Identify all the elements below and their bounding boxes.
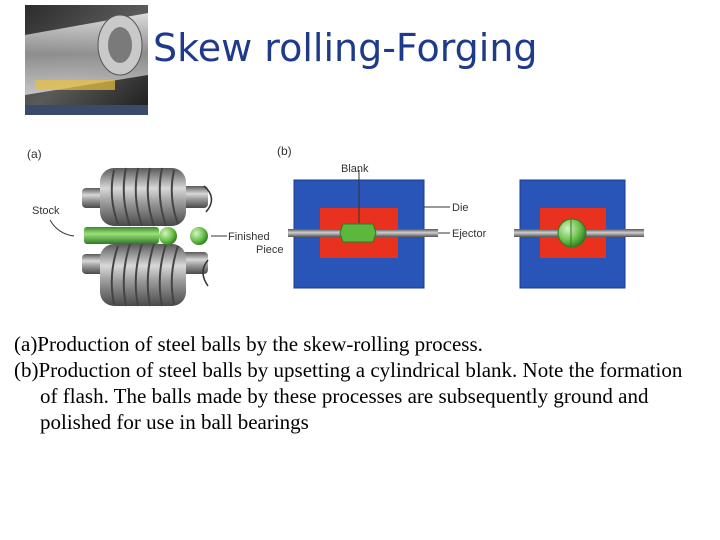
machined-part-photo <box>25 5 148 115</box>
caption-line-b: (b)Production of steel balls by upsettin… <box>14 358 683 434</box>
die-left-assembly <box>288 170 438 289</box>
finished-ball <box>190 227 208 245</box>
upper-roll <box>82 167 208 227</box>
rotation-arrow-upper <box>203 185 213 213</box>
panel-b-label: (b) <box>277 144 292 158</box>
stock-arrow <box>49 219 75 237</box>
blank-label: Blank <box>341 163 369 175</box>
stock-bar <box>84 227 159 244</box>
forming-ball <box>159 227 177 245</box>
die-right-assembly <box>514 179 644 289</box>
finished-piece-label-line1: Finished <box>228 231 270 243</box>
ejector-label: Ejector <box>452 228 487 240</box>
slide-title: Skew rolling-Forging <box>153 26 538 70</box>
finished-piece-label-line2: Piece <box>256 244 284 256</box>
stock-label: Stock <box>32 205 60 217</box>
skew-rolling-diagram: (a) (b) <box>27 144 644 307</box>
rotation-arrow-lower <box>202 259 209 287</box>
die-label: Die <box>452 202 469 214</box>
figure-caption: (a)Production of steel balls by the skew… <box>14 331 704 435</box>
lower-roll <box>82 243 208 307</box>
panel-a-label: (a) <box>27 147 42 161</box>
caption-line-a: (a)Production of steel balls by the skew… <box>14 332 483 356</box>
